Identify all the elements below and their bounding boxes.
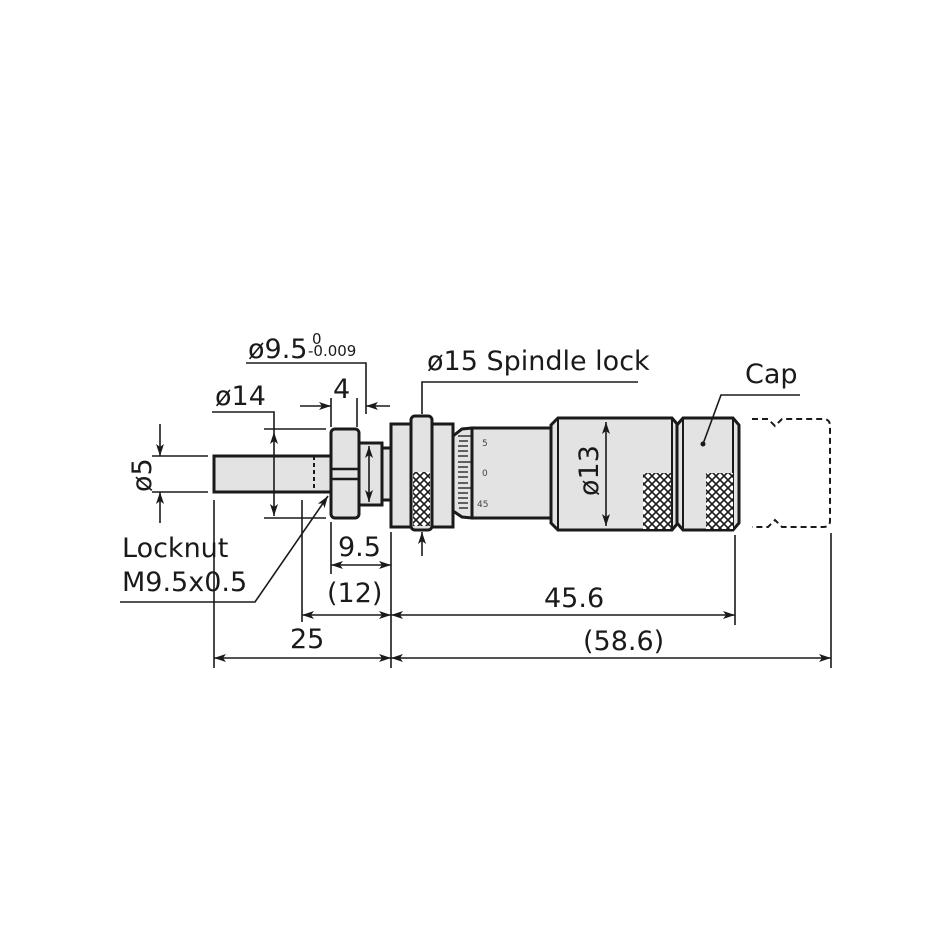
dimension-45-6: 45.6 (391, 583, 735, 619)
ratchet-body (549, 416, 680, 532)
thimble: 5 0 45 (451, 426, 553, 520)
locknut-label-2: M9.5x0.5 (122, 567, 247, 598)
cap (675, 416, 741, 532)
dim-58-6-label: (58.6) (583, 626, 664, 657)
dim-9-5-label: 9.5 (338, 532, 381, 563)
thimble-mark-45: 45 (477, 500, 488, 510)
locknut (329, 427, 361, 520)
dim-12-label: (12) (327, 578, 382, 609)
locknut-label-1: Locknut (122, 533, 228, 564)
dia-13-label: ø13 (574, 445, 605, 496)
bore-diameter-callout: ø9.5 0 -0.009 (246, 330, 367, 414)
dimension-12: (12) (302, 578, 391, 619)
dia-14-label: ø14 (215, 381, 266, 412)
mounting-stem (357, 441, 393, 507)
dim-25-label: 25 (290, 624, 324, 655)
dia-5-callout: ø5 (127, 424, 208, 523)
dia-5-label: ø5 (127, 458, 158, 492)
thimble-mark-0: 0 (482, 469, 488, 479)
dimension-58-6: (58.6) (391, 626, 831, 662)
dim-45-6-label: 45.6 (544, 583, 604, 614)
cap-label: Cap (745, 359, 798, 390)
locknut-callout: Locknut M9.5x0.5 (120, 495, 329, 603)
width-4-callout: 4 (300, 374, 390, 427)
bore-tol-upper: 0 (312, 330, 322, 348)
spindle-lock-label: ø15 Spindle lock (427, 346, 650, 377)
bore-tol-lower: -0.009 (308, 342, 356, 360)
width-4-label: 4 (333, 374, 350, 405)
dimension-25: 25 (214, 624, 391, 662)
spindle-lock-callout: ø15 Spindle lock (418, 346, 650, 556)
dia-14-callout: ø14 (212, 381, 326, 519)
dimension-9-5: 9.5 (331, 532, 391, 569)
cap-callout: Cap (702, 359, 800, 445)
spindle (212, 454, 334, 494)
bore-diameter-label: ø9.5 (248, 334, 307, 365)
extension-lines (213, 500, 832, 668)
removed-cap-outline (752, 418, 831, 528)
thimble-mark-5: 5 (482, 439, 488, 449)
spindle-lock-body (389, 414, 455, 532)
dia-13-callout: ø13 (574, 422, 610, 526)
